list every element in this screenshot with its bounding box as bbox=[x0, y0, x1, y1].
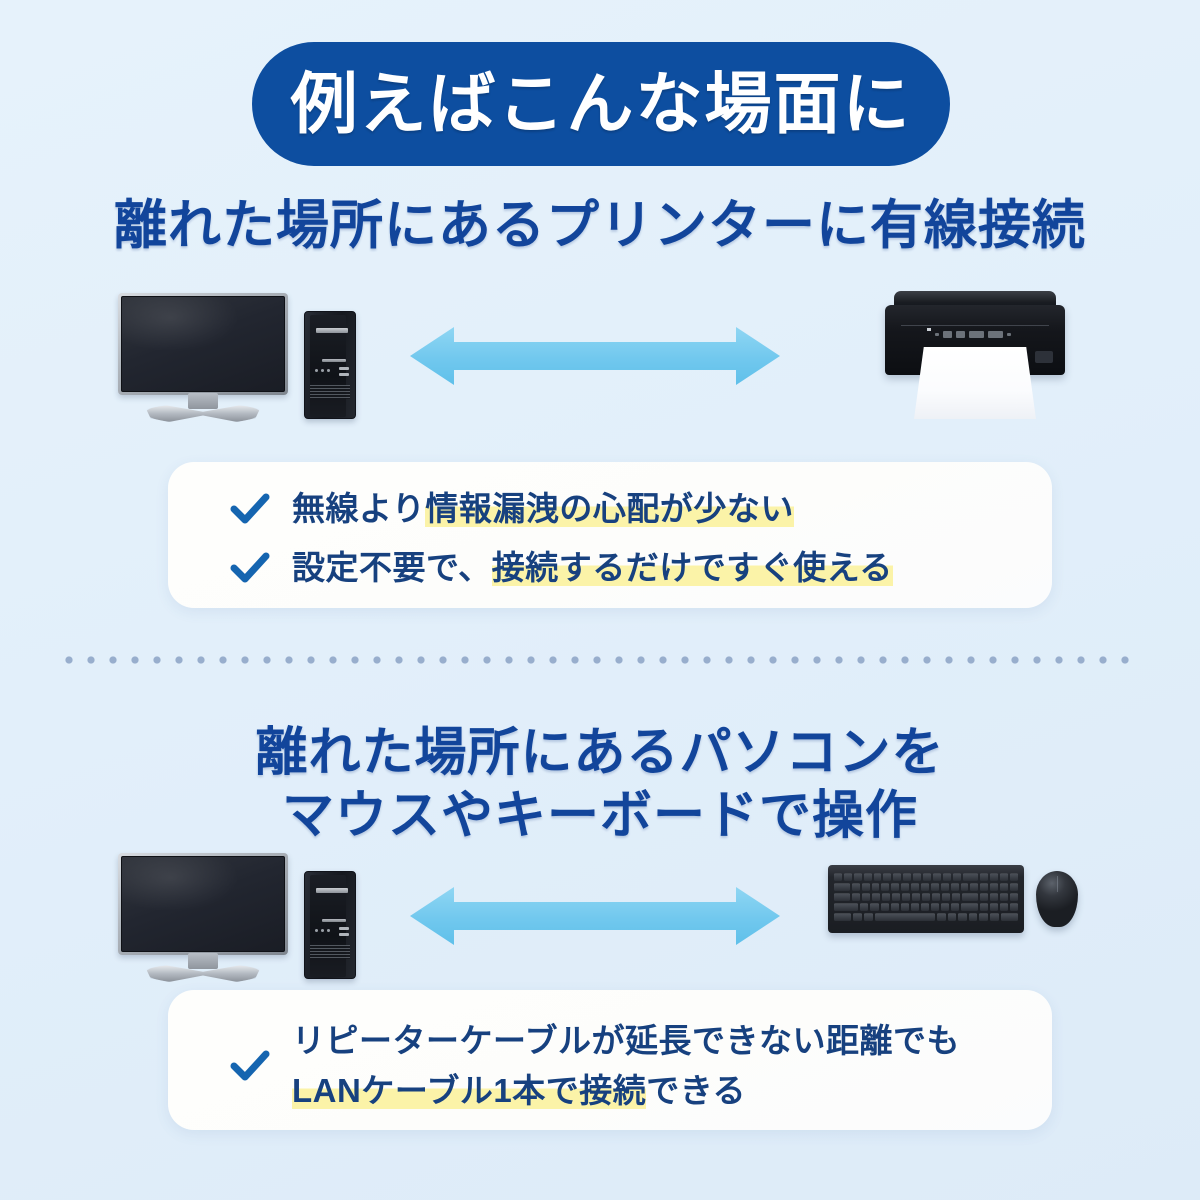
section-2-illustration bbox=[0, 845, 1200, 1015]
pc-tower-vents bbox=[310, 945, 350, 959]
section-1-heading: 離れた場所にあるプリンターに有線接続 bbox=[0, 196, 1200, 257]
check-icon bbox=[230, 1049, 270, 1083]
bullet-item: 無線より情報漏洩の心配が少ない bbox=[168, 486, 1052, 533]
mouse-button-seam bbox=[1056, 876, 1058, 892]
printer-side-tray bbox=[1035, 351, 1053, 363]
monitor-base bbox=[146, 405, 260, 422]
keyboard-row bbox=[834, 913, 1018, 921]
monitor-bezel bbox=[118, 293, 288, 395]
double-arrow-icon bbox=[410, 887, 780, 945]
bullet-text: 設定不要で、接続するだけですぐ使える bbox=[292, 545, 893, 592]
bullet-item: 設定不要で、接続するだけですぐ使える bbox=[168, 545, 1052, 592]
keyboard-icon bbox=[828, 865, 1024, 933]
desktop-pc-illustration bbox=[118, 853, 378, 993]
keyboard-and-mouse-illustration bbox=[828, 865, 1078, 939]
bullet-text-line-1: リピーターケーブルが延長できない距離でも bbox=[292, 1022, 961, 1059]
bullet-text-line-2: LANケーブル1本で接続できる bbox=[292, 1066, 960, 1116]
check-icon bbox=[230, 492, 270, 526]
title-pill-label: 例えばこんな場面に bbox=[290, 66, 912, 142]
section-1-bullet-card: 無線より情報漏洩の心配が少ない 設定不要で、接続するだけですぐ使える bbox=[168, 462, 1052, 608]
pc-tower-drive-bay-secondary bbox=[322, 359, 346, 362]
double-arrow-icon bbox=[410, 327, 780, 385]
bullet-item: リピーターケーブルが延長できない距離でも LANケーブル1本で接続できる bbox=[168, 990, 1052, 1115]
monitor-base bbox=[146, 965, 260, 982]
printer-status-led bbox=[927, 328, 931, 331]
bullet-text: 無線より情報漏洩の心配が少ない bbox=[292, 486, 794, 533]
bullet-text: リピーターケーブルが延長できない距離でも LANケーブル1本で接続できる bbox=[292, 1016, 960, 1115]
section-1-illustration bbox=[0, 285, 1200, 455]
section-2-bullet-card: リピーターケーブルが延長できない距離でも LANケーブル1本で接続できる bbox=[168, 990, 1052, 1130]
pc-tower-buttons bbox=[339, 927, 349, 939]
pc-tower-buttons bbox=[339, 367, 349, 379]
bullet-text-plain: できる bbox=[646, 1071, 747, 1109]
pc-tower-drive-bay-secondary bbox=[322, 919, 346, 922]
bullet-text-highlighted: 接続するだけですぐ使える bbox=[491, 548, 893, 586]
printer-paper-sheet bbox=[914, 347, 1036, 419]
section-2-heading-line-2: マウスやキーボードで操作 bbox=[281, 787, 918, 846]
monitor-screen bbox=[121, 856, 285, 952]
keyboard-row bbox=[834, 893, 1018, 901]
keyboard-row bbox=[834, 903, 1019, 911]
bullet-text-highlighted: 情報漏洩の心配が少ない bbox=[425, 490, 794, 527]
pc-tower-drive-bay bbox=[316, 888, 348, 893]
keyboard-row bbox=[834, 883, 1018, 891]
monitor-neck bbox=[188, 393, 218, 409]
dotted-divider bbox=[58, 655, 1142, 665]
check-icon bbox=[230, 551, 270, 585]
section-1-heading-text: 離れた場所にあるプリンターに有線接続 bbox=[114, 196, 1086, 255]
bullet-text-plain: 無線より bbox=[292, 490, 426, 527]
pc-tower-icon bbox=[304, 311, 356, 419]
printer-control-panel bbox=[935, 331, 1011, 338]
monitor-bezel bbox=[118, 853, 288, 955]
section-2-heading: 離れた場所にあるパソコンを マウスやキーボードで操作 bbox=[0, 722, 1200, 849]
pc-tower-icon bbox=[304, 871, 356, 979]
monitor-icon bbox=[118, 853, 288, 982]
bullet-text-highlighted: LANケーブル1本で接続 bbox=[292, 1071, 647, 1109]
pc-tower-drive-bay bbox=[316, 328, 348, 333]
keyboard-row bbox=[834, 873, 1018, 881]
mouse-icon bbox=[1036, 871, 1078, 927]
printer-body bbox=[885, 305, 1065, 375]
title-pill: 例えばこんな場面に bbox=[252, 42, 950, 166]
desktop-pc-illustration bbox=[118, 293, 378, 433]
pc-tower-port-dots bbox=[315, 369, 330, 372]
keyboard-keys bbox=[834, 873, 1019, 921]
printer-icon bbox=[880, 285, 1070, 435]
monitor-neck bbox=[188, 953, 218, 969]
pc-tower-vents bbox=[310, 385, 350, 399]
monitor-icon bbox=[118, 293, 288, 422]
pc-tower-port-dots bbox=[315, 929, 330, 932]
bullet-text-plain: 設定不要で、 bbox=[292, 548, 492, 586]
printer-seam bbox=[901, 325, 1049, 326]
section-2-heading-line-1: 離れた場所にあるパソコンを bbox=[255, 724, 945, 782]
monitor-screen bbox=[121, 296, 285, 392]
